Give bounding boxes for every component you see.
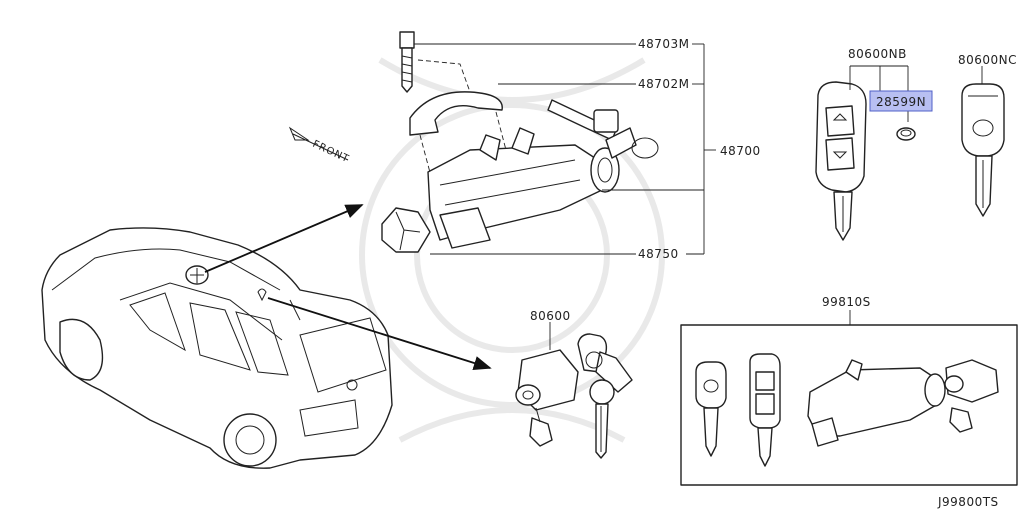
part-label-28599n[interactable]: 28599N	[876, 95, 926, 109]
part-label-48700[interactable]: 48700	[720, 144, 761, 158]
ignition-switch-assembly[interactable]	[381, 31, 659, 253]
door-lock-cylinder-set[interactable]	[515, 322, 633, 459]
part-label-80600nb[interactable]: 80600NB	[848, 47, 907, 61]
part-label-99810s[interactable]: 99810S	[822, 295, 871, 309]
remote-key-fob[interactable]	[815, 81, 867, 241]
front-label: FRONT	[311, 139, 351, 166]
leader-lines-ignition	[414, 43, 716, 255]
front-direction-indicator: FRONT	[288, 126, 351, 166]
leader-lines-remote	[849, 65, 909, 122]
part-label-80600[interactable]: 80600	[530, 309, 571, 323]
part-label-48703m[interactable]: 48703M	[638, 37, 690, 51]
diagram-code: J99800TS	[937, 495, 999, 509]
part-label-80600nc[interactable]: 80600NC	[958, 53, 1017, 67]
callout-arrow-ignition	[204, 204, 364, 273]
part-label-48702m[interactable]: 48702M	[638, 77, 690, 91]
part-label-48750[interactable]: 48750	[638, 247, 679, 261]
key-battery[interactable]	[896, 127, 916, 141]
blank-key[interactable]	[961, 66, 1005, 217]
callout-arrow-door-lock	[267, 297, 492, 370]
vehicle-illustration[interactable]	[41, 227, 393, 469]
lock-set-kit-box[interactable]	[680, 310, 1018, 486]
highlight-28599n	[869, 90, 933, 112]
